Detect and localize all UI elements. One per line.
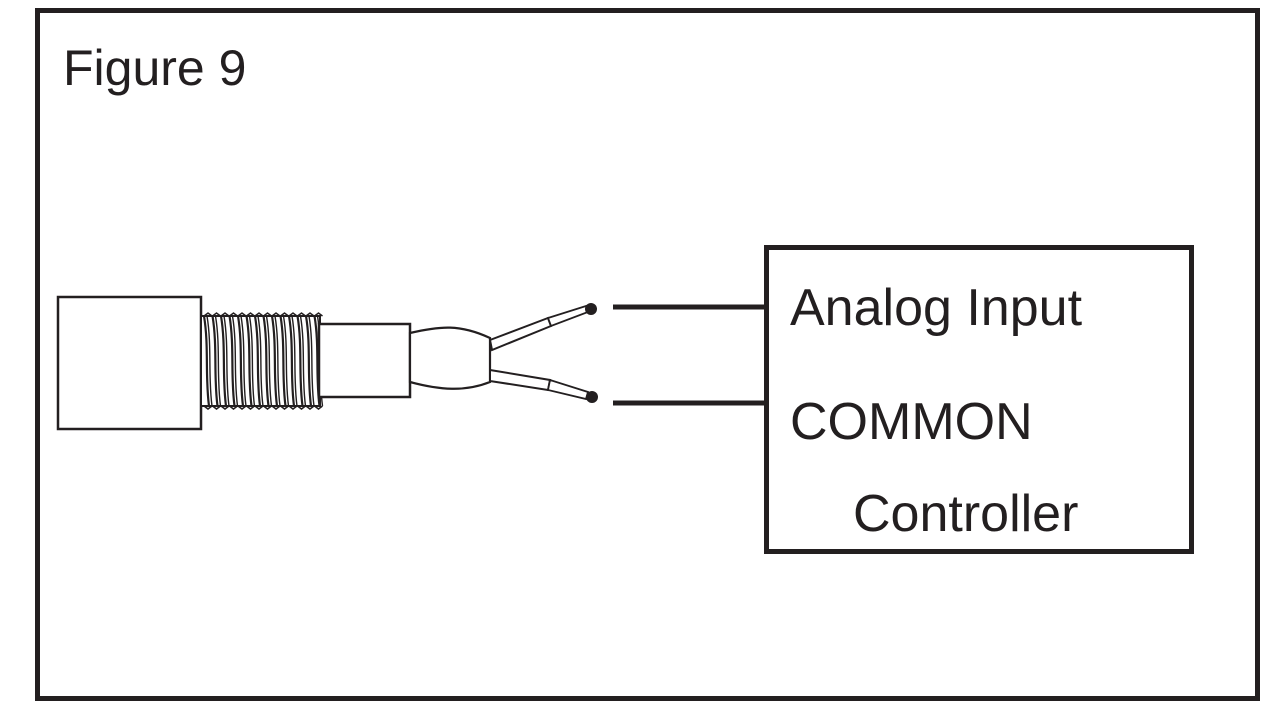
thread-notch-top xyxy=(246,312,255,317)
upper-wire-terminal xyxy=(585,303,597,315)
thread-ridge-shadow xyxy=(240,315,247,407)
thread-ridge xyxy=(228,315,236,407)
thread-notch-bottom xyxy=(220,405,230,410)
thread-ridge-shadow xyxy=(206,315,213,407)
thread-ridge-shadow xyxy=(214,315,222,407)
upper-wire xyxy=(488,303,597,352)
thread-ridge xyxy=(202,315,211,407)
thread-ridge xyxy=(279,315,287,407)
thread-notch-bottom xyxy=(212,405,221,410)
thread-ridge xyxy=(304,315,313,407)
thread-ridge-shadow xyxy=(308,315,315,407)
cable-jacket xyxy=(408,326,492,390)
sensor-thread xyxy=(200,312,324,410)
thread-ridge-shadow xyxy=(299,315,307,407)
thread-ridge-shadow xyxy=(231,315,239,407)
controller-label: Controller xyxy=(853,485,1079,543)
analog-input-label: Analog Input xyxy=(790,279,1083,337)
thread-ridge xyxy=(211,315,219,407)
thread-notch-bottom xyxy=(203,405,213,410)
thread-notch-top xyxy=(297,312,306,317)
thread-notch-top xyxy=(280,312,289,317)
thread-ridge xyxy=(287,315,296,407)
lower-wire xyxy=(489,368,598,403)
common-label: COMMON xyxy=(790,393,1033,451)
thread-notch-bottom xyxy=(271,405,281,410)
thread-notch-top xyxy=(254,312,264,317)
thread-ridge xyxy=(219,315,228,407)
thread-notch-bottom xyxy=(280,405,289,410)
thread-ridge-shadow xyxy=(248,315,256,407)
thread-notch-top xyxy=(212,312,221,317)
thread-notch-top xyxy=(229,312,238,317)
thread-notch-bottom xyxy=(288,405,298,410)
thread-notch-top xyxy=(203,312,213,317)
thread-notch-top xyxy=(314,312,323,317)
thread-ridge-shadow xyxy=(274,315,281,407)
thread-ridge-shadow xyxy=(223,315,230,407)
thread-ridge xyxy=(296,315,304,407)
figure-frame xyxy=(35,8,1260,701)
thread-notch-top xyxy=(288,312,298,317)
thread-notch-bottom xyxy=(263,405,272,410)
thread-ridge-shadow xyxy=(265,315,273,407)
thread-ridge-shadow xyxy=(282,315,290,407)
thread-notch-bottom xyxy=(246,405,255,410)
thread-notch-top xyxy=(271,312,281,317)
thread-notch-bottom xyxy=(305,405,315,410)
thread-ridge-shadow xyxy=(291,315,298,407)
sensor-sleeve xyxy=(317,322,412,399)
thread-ridge xyxy=(262,315,270,407)
thread-notch-bottom xyxy=(254,405,264,410)
thread-ridge-shadow xyxy=(257,315,264,407)
thread-ridge xyxy=(236,315,245,407)
thread-notch-bottom xyxy=(237,405,247,410)
lower-wire-terminal xyxy=(586,391,598,403)
thread-notch-top xyxy=(237,312,247,317)
thread-notch-bottom xyxy=(297,405,306,410)
thread-notch-top xyxy=(305,312,315,317)
thread-ridge xyxy=(270,315,279,407)
thread-notch-bottom xyxy=(229,405,238,410)
sensor-head xyxy=(56,295,203,431)
thread-notch-bottom xyxy=(314,405,323,410)
thread-ridge xyxy=(253,315,262,407)
thread-ridge xyxy=(245,315,253,407)
thread-notch-top xyxy=(263,312,272,317)
thread-notch-top xyxy=(220,312,230,317)
controller-box xyxy=(764,245,1194,554)
figure-title: Figure 9 xyxy=(63,40,247,96)
